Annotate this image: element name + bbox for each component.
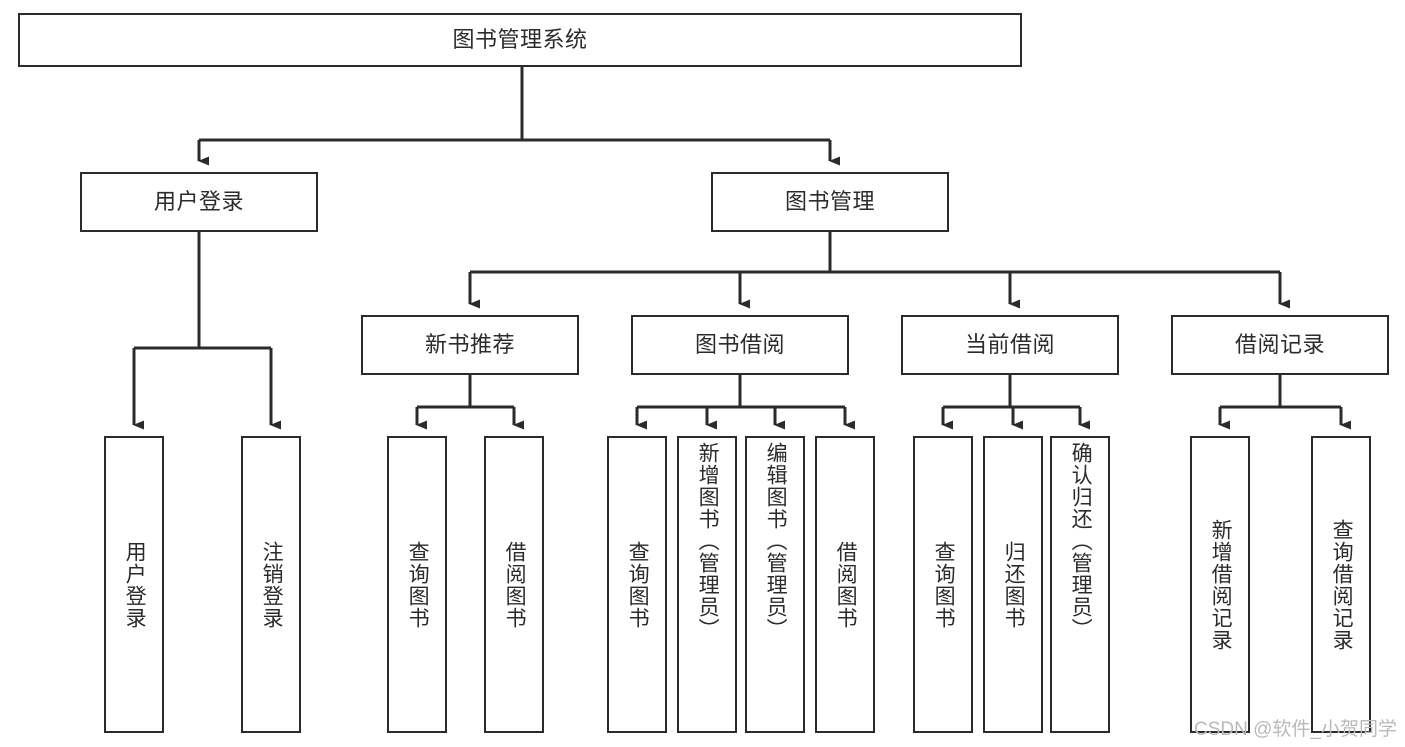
node-leaf-borrow-book-1[interactable]: 借阅图书 [484, 436, 544, 733]
node-label: 编辑图书（管理员） [764, 442, 788, 640]
node-label: 当前借阅 [964, 332, 1055, 357]
node-label: 注销登录 [260, 540, 284, 629]
node-leaf-add-borrow-record[interactable]: 新增借阅记录 [1190, 436, 1250, 733]
node-label: 新增图书（管理员） [696, 442, 720, 640]
node-leaf-return-book[interactable]: 归还图书 [983, 436, 1043, 733]
watermark-text: CSDN @软件_小贺同学 [1194, 719, 1397, 740]
node-label: 借阅图书 [503, 540, 527, 629]
node-leaf-query-book-2[interactable]: 查询图书 [607, 436, 667, 733]
node-leaf-query-book-1[interactable]: 查询图书 [387, 436, 447, 733]
node-label: 图书管理 [784, 189, 875, 214]
node-book-management[interactable]: 图书管理 [711, 172, 949, 232]
node-label: 查询图书 [626, 540, 650, 629]
node-label: 图书借阅 [694, 332, 785, 357]
node-current-borrow[interactable]: 当前借阅 [901, 315, 1119, 375]
node-label: 图书管理系统 [452, 27, 588, 52]
node-label: 查询图书 [406, 540, 430, 629]
node-book-borrow[interactable]: 图书借阅 [631, 315, 849, 375]
node-label: 归还图书 [1002, 540, 1026, 629]
node-label: 查询图书 [932, 540, 956, 629]
node-borrow-record[interactable]: 借阅记录 [1171, 315, 1389, 375]
node-leaf-query-borrow-record[interactable]: 查询借阅记录 [1311, 436, 1371, 733]
node-leaf-borrow-book-2[interactable]: 借阅图书 [815, 436, 875, 733]
node-leaf-query-book-3[interactable]: 查询图书 [913, 436, 973, 733]
node-label: 借阅图书 [834, 540, 858, 629]
node-leaf-edit-book[interactable]: 编辑图书（管理员） [745, 436, 805, 733]
node-leaf-logout[interactable]: 注销登录 [241, 436, 301, 733]
node-new-book-recommend[interactable]: 新书推荐 [361, 315, 579, 375]
node-label: 新书推荐 [424, 332, 515, 357]
node-label: 用户登录 [123, 540, 147, 629]
node-label: 借阅记录 [1234, 332, 1325, 357]
node-root-system[interactable]: 图书管理系统 [18, 13, 1022, 67]
node-label: 新增借阅记录 [1209, 518, 1233, 651]
node-user-login[interactable]: 用户登录 [80, 172, 318, 232]
node-leaf-confirm-return[interactable]: 确认归还（管理员） [1050, 436, 1110, 733]
node-leaf-add-book[interactable]: 新增图书（管理员） [677, 436, 737, 733]
node-leaf-user-login[interactable]: 用户登录 [104, 436, 164, 733]
node-label: 查询借阅记录 [1330, 518, 1354, 651]
node-label: 确认归还（管理员） [1069, 442, 1093, 640]
node-label: 用户登录 [153, 189, 244, 214]
